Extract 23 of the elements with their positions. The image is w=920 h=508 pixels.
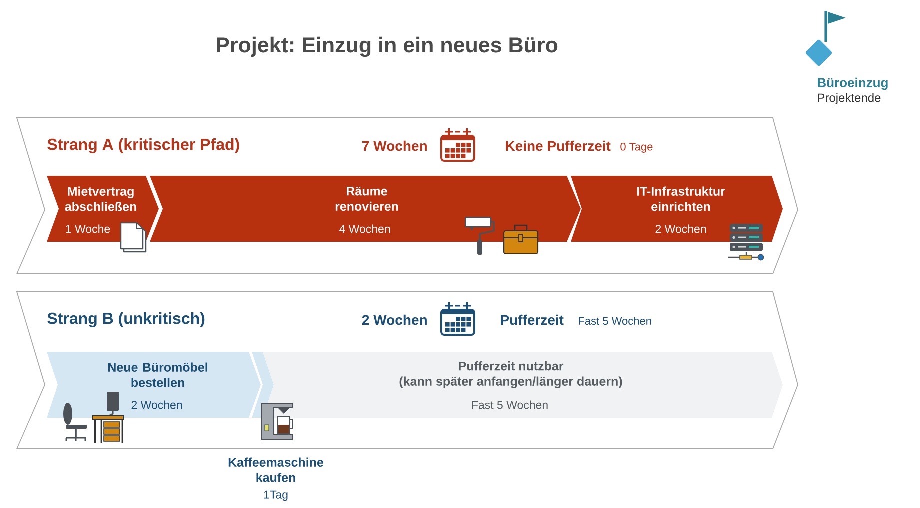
buffer-heading: Keine Pufferzeit <box>506 140 611 152</box>
band-heading: Strang B (unkritisch) <box>48 312 205 328</box>
band-heading: Strang A (kritischer Pfad) <box>48 138 240 154</box>
milestone-caption: Projektende <box>818 93 881 105</box>
buffer-text: Fast 5 Wochen <box>579 316 652 326</box>
node-label: 4 Wochen <box>339 224 390 234</box>
milestone-title: Büroeinzug <box>818 78 888 90</box>
task-label: Kaffeemaschine kaufen <box>228 458 324 482</box>
buffer-text: 0 Tage <box>620 143 653 153</box>
task-bar: Pufferzeit nutzbar (kann später anfangen/länger dauern) Fast 5 Wochen <box>263 352 783 418</box>
duration-text: 2 Wochen <box>362 314 427 326</box>
node-label: IT-Infrastruktur einrichten <box>637 186 726 212</box>
duration-text: 7 Wochen <box>362 140 427 152</box>
node-label: Mietvertrag abschließen <box>65 186 136 212</box>
duration-text: 1Tag <box>264 490 288 502</box>
task-bar: Räume renovieren 4 Wochen <box>150 176 581 242</box>
node-label: Räume renovieren <box>336 186 398 212</box>
task-bar: Neue Büromöbel bestellen 2 Wochen <box>47 352 261 418</box>
buffer-heading: Pufferzeit <box>501 314 564 326</box>
task-bar: Mietvertrag abschließen 1 Woche <box>47 176 159 242</box>
node-label: 1 Woche <box>66 224 110 234</box>
title: Projekt: Einzug in ein neues Büro <box>217 36 558 58</box>
node-label: 2 Wochen <box>656 224 706 234</box>
